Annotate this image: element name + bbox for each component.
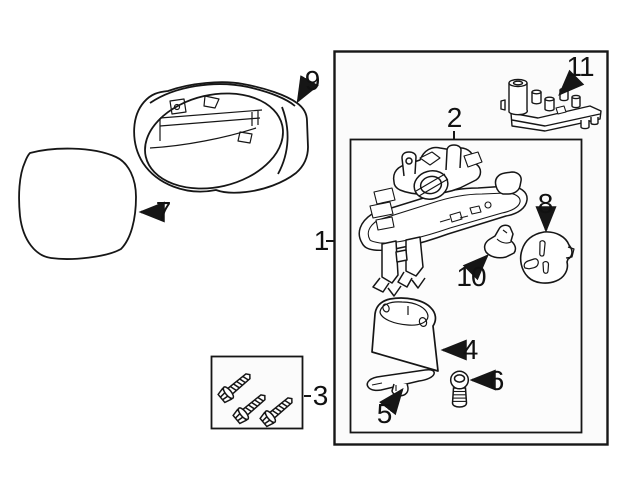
small-bracket-drawing	[483, 224, 517, 259]
round-cap-drawing	[519, 231, 575, 284]
callout-6: 6	[488, 365, 505, 396]
callout-9: 9	[304, 65, 321, 96]
mirror-housing-drawing	[133, 81, 309, 194]
leader-lines	[304, 131, 455, 397]
arrow-to-housing	[296, 75, 319, 104]
harness-bracket-drawing	[500, 78, 602, 132]
callout-arrows	[138, 69, 585, 416]
callout-5: 5	[376, 398, 393, 429]
callout-2: 2	[446, 102, 463, 133]
base-cover-drawing	[371, 297, 439, 372]
arrow-to-harness-bracket	[558, 69, 585, 96]
callout-11: 11	[566, 51, 594, 82]
callout-8: 8	[537, 188, 554, 219]
callout-1: 1	[313, 225, 330, 256]
mirror-glass-drawing	[18, 147, 137, 260]
callout-10: 10	[456, 261, 486, 292]
callout-3: 3	[312, 380, 329, 411]
cover-screw-drawing	[449, 370, 470, 408]
mirror-motor-assembly-drawing	[358, 144, 528, 297]
arrow-to-base-seal	[379, 387, 404, 416]
callout-4: 4	[462, 334, 479, 365]
callout-7: 7	[155, 196, 172, 227]
arrow-to-small-bracket	[462, 254, 489, 281]
